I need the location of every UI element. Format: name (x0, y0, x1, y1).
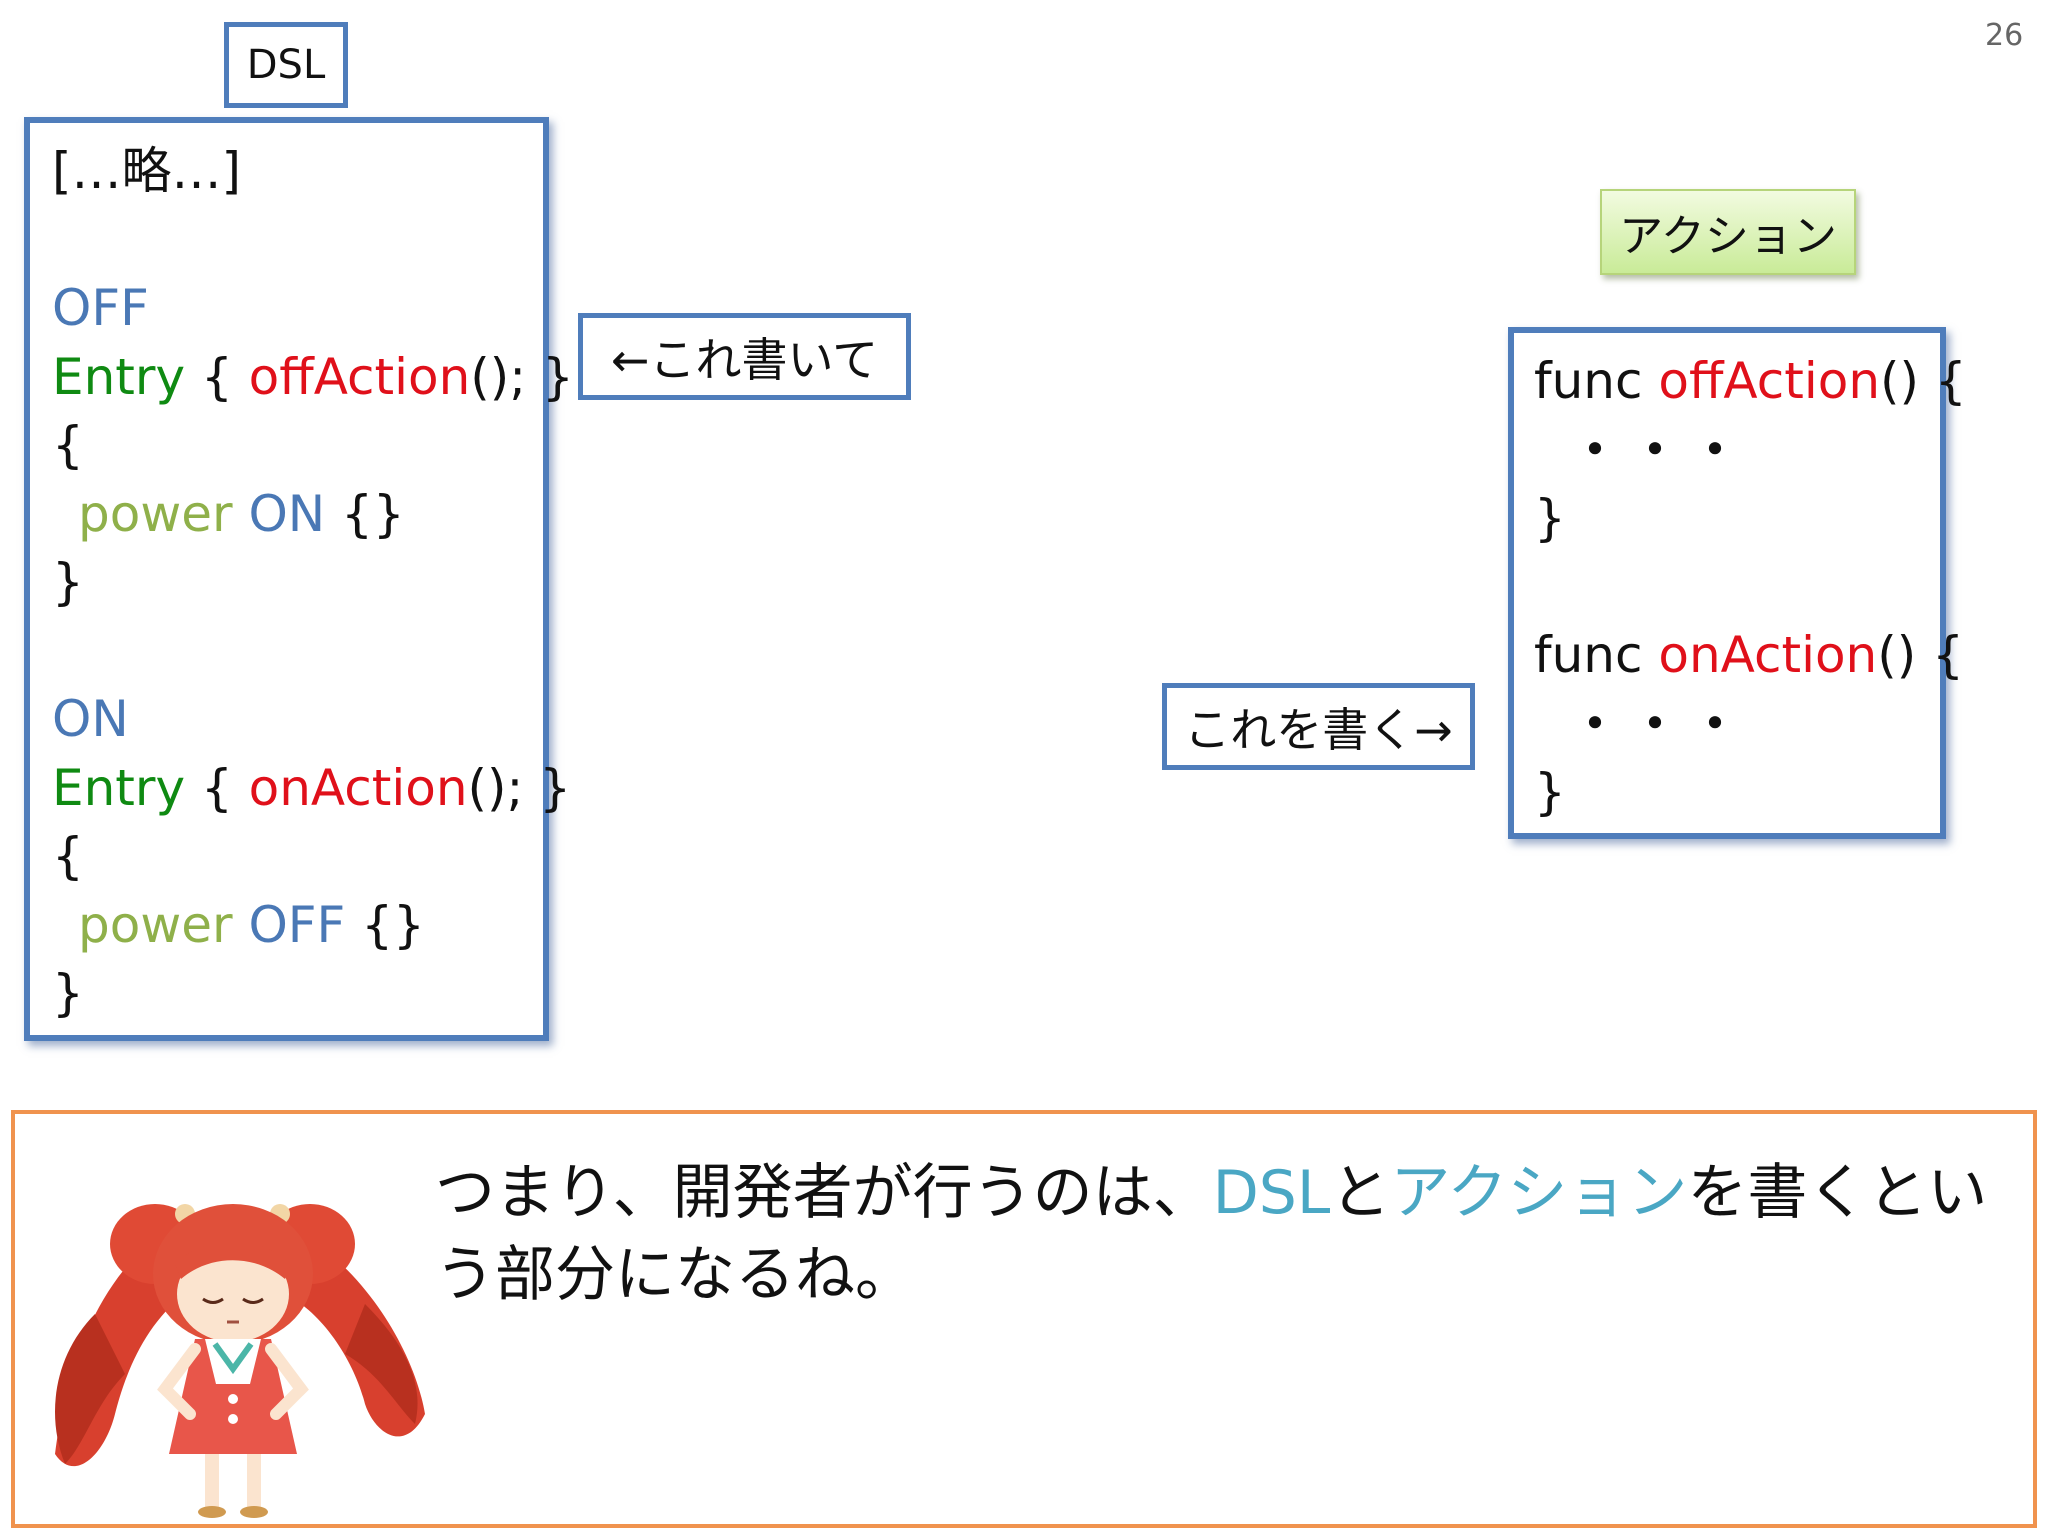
page-number: 26 (1985, 18, 2024, 53)
dsl-code-box: […略…] OFF Entry { offAction(); } { power… (24, 117, 574, 1041)
state-on-line: ON (52, 685, 543, 754)
close-brace-line: } (52, 964, 84, 1022)
state-name: ON (52, 690, 129, 748)
summary-box: つまり、開発者が行うのは、DSLとアクションを書くという部分になるね。 (11, 1110, 2037, 1528)
empty-braces: {} (345, 895, 425, 954)
brace-close: (); } (467, 758, 572, 817)
func-body-ellipsis: ・・・ (1570, 694, 1750, 753)
blank-line (1534, 553, 1940, 622)
blank-line (52, 617, 543, 686)
close-brace-line: } (52, 553, 84, 611)
summary-highlight-action: アクション (1390, 1158, 1688, 1228)
entry-keyword: Entry (52, 347, 186, 406)
action-name: offAction (248, 347, 471, 406)
action-name: onAction (248, 758, 468, 817)
entry-off-line: Entry { offAction(); } (52, 343, 574, 412)
func-on-line: func onAction() { (1534, 621, 1964, 690)
close-brace-line: } (1534, 489, 1566, 547)
open-brace-line: { (52, 416, 84, 474)
code-elided-line: […略…] (52, 142, 242, 200)
func-keyword: func (1534, 352, 1659, 410)
character-illustration (55, 1204, 425, 1518)
summary-part: と (1330, 1158, 1391, 1228)
transition-on-line: power OFF {} (52, 891, 543, 960)
summary-text: つまり、開発者が行うのは、DSLとアクションを書くという部分になるね。 (435, 1152, 1995, 1316)
func-signature: () { (1877, 626, 1964, 684)
brace-open: { (185, 758, 249, 817)
open-brace-line: { (52, 827, 84, 885)
entry-on-line: Entry { onAction(); } (52, 754, 571, 823)
transition-off-line: power ON {} (52, 480, 543, 549)
power-keyword: power (78, 484, 233, 543)
write-that-callout: これを書く→ (1162, 683, 1475, 770)
blank-line (52, 206, 543, 275)
func-name: offAction (1658, 352, 1881, 410)
func-signature: () { (1880, 352, 1967, 410)
brace-open: { (185, 347, 249, 406)
state-name: OFF (52, 279, 149, 337)
write-this-callout: ←これ書いて (578, 313, 911, 400)
summary-part: つまり、開発者が行うのは、 (435, 1158, 1213, 1228)
action-label: アクション (1600, 189, 1856, 275)
func-keyword: func (1534, 626, 1659, 684)
brace-close: (); } (470, 347, 574, 406)
func-body-ellipsis: ・・・ (1570, 420, 1750, 479)
action-code-box: func offAction() { ・・・ } func onAction()… (1508, 327, 1967, 839)
func-name: onAction (1658, 626, 1878, 684)
summary-part: を書くという部分になるね。 (435, 1158, 1988, 1310)
power-keyword: power (78, 895, 233, 954)
close-brace-line: } (1534, 763, 1566, 821)
transition-target: ON (232, 484, 326, 543)
summary-highlight-dsl: DSL (1212, 1158, 1331, 1228)
empty-braces: {} (325, 484, 405, 543)
state-off-line: OFF (52, 274, 543, 343)
transition-target: OFF (232, 895, 346, 954)
dsl-label: DSL (224, 22, 348, 108)
func-off-line: func offAction() { (1534, 347, 1967, 416)
entry-keyword: Entry (52, 758, 186, 817)
